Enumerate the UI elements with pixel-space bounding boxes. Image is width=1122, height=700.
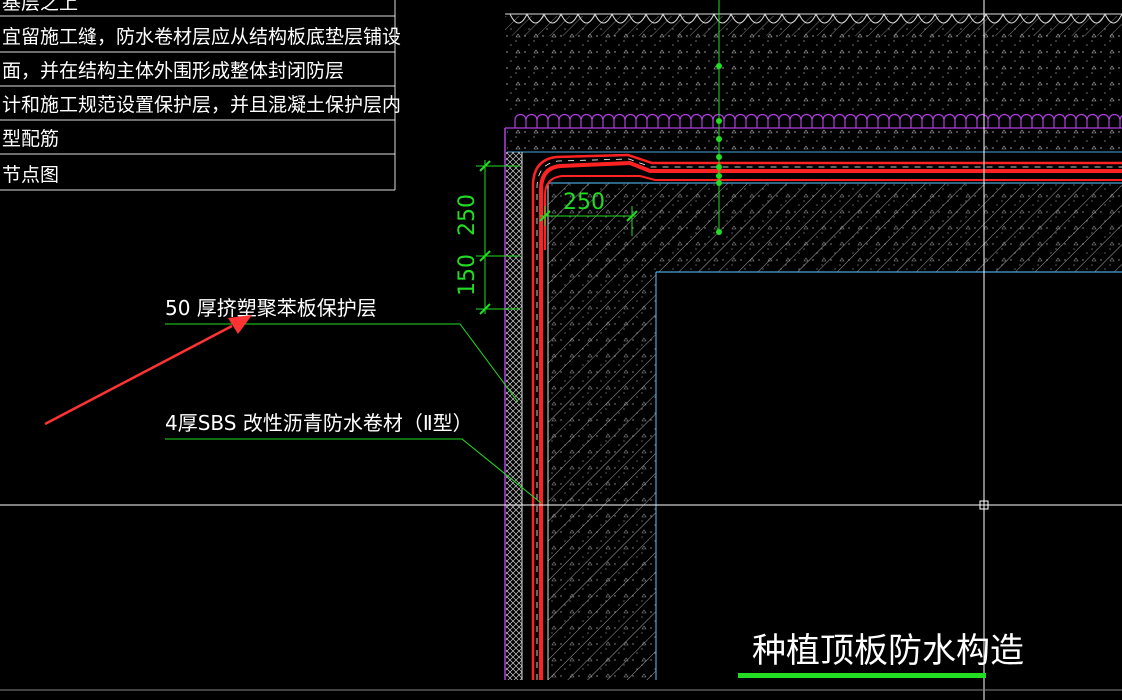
note-line-0: 基层之上 bbox=[2, 0, 78, 14]
note-line-2: 面，并在结构主体外围形成整体封闭防层 bbox=[2, 60, 344, 82]
leader-membrane: 4厚SBS 改性沥青防水卷材（Ⅱ型） bbox=[165, 411, 542, 504]
axis-line bbox=[716, 0, 722, 235]
annotation-arrow bbox=[44, 315, 252, 426]
note-line-3: 计和施工规范设置保护层，并且混凝土保护层内 bbox=[2, 94, 401, 116]
title-text: 种植顶板防水构造 bbox=[752, 631, 1024, 671]
soil-fill bbox=[505, 13, 1122, 114]
drawing-title: 种植顶板防水构造 bbox=[738, 631, 1024, 678]
dim-horizontal: 250 bbox=[563, 190, 605, 215]
note-line-1: 宜留施工缝，防水卷材层应从结构板底垫层铺设 bbox=[2, 26, 401, 48]
vertical-dimension: 250 150 bbox=[455, 160, 520, 315]
xps-board bbox=[506, 152, 522, 680]
label-membrane: 4厚SBS 改性沥青防水卷材（Ⅱ型） bbox=[165, 411, 473, 435]
leader-protection: 50 厚挤塑聚苯板保护层 bbox=[165, 296, 519, 403]
horizontal-dimension: 250 bbox=[539, 190, 638, 236]
notes-table: 基层之上 宜留施工缝，防水卷材层应从结构板底垫层铺设 面，并在结构主体外围形成整… bbox=[0, 0, 401, 191]
title-underline bbox=[738, 673, 986, 678]
label-protection-layer: 50 厚挤塑聚苯板保护层 bbox=[165, 296, 377, 320]
note-line-4: 型配筋 bbox=[2, 128, 59, 150]
sbs-membrane bbox=[531, 153, 1122, 680]
note-line-5: 节点图 bbox=[2, 164, 59, 186]
dim-vertical-bottom: 150 bbox=[455, 254, 480, 296]
protective-concrete bbox=[507, 128, 1122, 153]
dim-vertical-top: 250 bbox=[455, 194, 480, 236]
